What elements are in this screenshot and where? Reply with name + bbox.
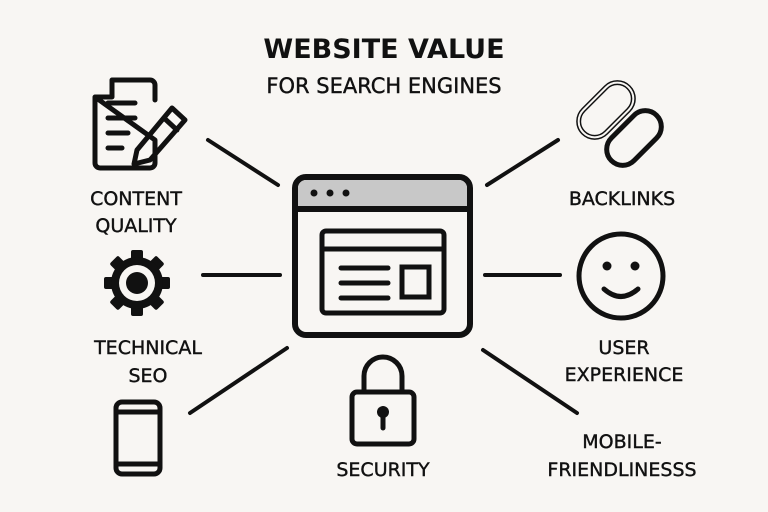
document-pencil-icon — [92, 77, 188, 171]
connector-lines — [188, 138, 579, 415]
content-quality-line1: CONTENT — [90, 188, 182, 210]
title-line2: FOR SEARCH ENGINES — [266, 74, 501, 98]
chain-link-icon — [576, 80, 664, 168]
user-experience-line1: USER — [598, 337, 649, 359]
mobile-line1: MOBILE- — [582, 431, 661, 453]
connector-mobile — [188, 346, 289, 415]
connector-backlinks — [485, 138, 560, 187]
title-line1: WEBSITE VALUE — [263, 34, 504, 65]
smiley-face-icon — [576, 231, 666, 321]
mobile-line2: FRIENDLINESSS — [547, 459, 696, 481]
browser-window-icon — [292, 174, 473, 338]
connector-content — [206, 138, 280, 187]
content-quality-line2: QUALITY — [95, 215, 177, 237]
user-experience-line2: EXPERIENCE — [565, 364, 684, 386]
connector-mobile-right — [481, 348, 579, 415]
padlock-icon — [349, 354, 417, 447]
security-label: SECURITY — [336, 459, 430, 481]
smartphone-icon — [113, 399, 163, 477]
backlinks-label: BACKLINKS — [569, 188, 675, 210]
technical-seo-line1: TECHNICAL — [93, 337, 202, 359]
technical-seo-line2: SEO — [128, 365, 167, 387]
gear-icon — [104, 250, 170, 316]
